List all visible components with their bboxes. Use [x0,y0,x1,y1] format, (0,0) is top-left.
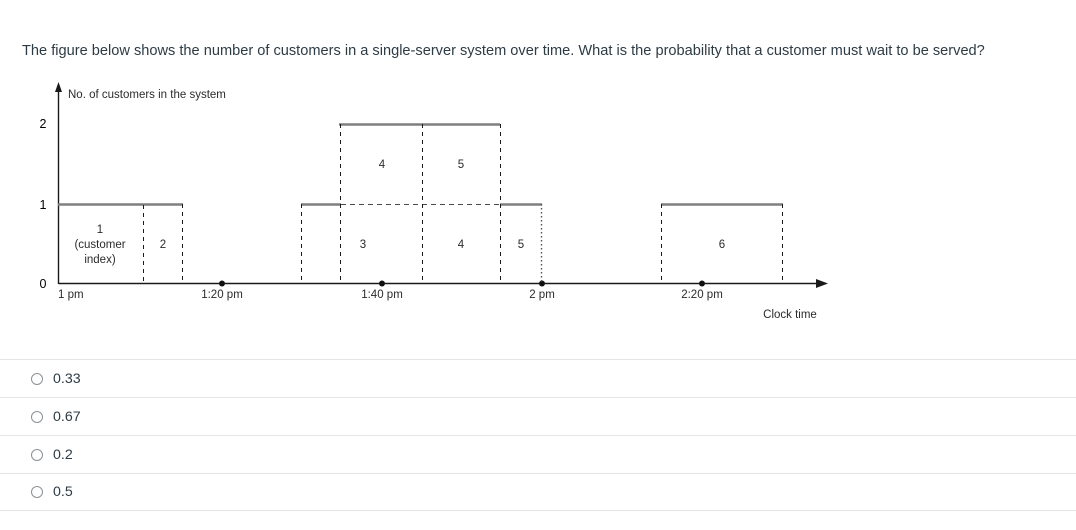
x-tick-label-1pm: 1 pm [58,289,84,301]
block-label-c2: 2 [160,239,166,251]
y-tick-0: 0 [40,277,47,291]
block-label-c4-lower: 4 [458,239,465,251]
x-axis-arrowhead [816,279,828,288]
x-tick-label-2pm: 2 pm [529,289,555,301]
option-row-1[interactable]: 0.67 [0,397,1076,435]
block-label-c4-upper: 4 [379,159,386,171]
y-tick-1: 1 [40,198,47,212]
block-label-c5-lower: 5 [518,239,524,251]
option-label-2: 0.2 [53,446,73,463]
option-label-0: 0.33 [53,370,81,387]
radio-button-1[interactable] [31,410,43,423]
block-label-c5-upper: 5 [458,159,464,171]
block-label-c3: 3 [360,239,366,251]
x-tick-dot-2pm [539,280,545,287]
block-label-c6: 6 [719,239,725,251]
y-axis-title: No. of customers in the system [68,89,226,101]
x-tick-dot-120pm [219,280,225,287]
option-row-2[interactable]: 0.2 [0,435,1076,473]
x-tick-dot-140pm [379,280,385,287]
x-axis-caption: Clock time [763,309,817,321]
customers-step-figure: 2 1 0 No. of customers in the system 1 p… [40,82,828,321]
radio-button-3[interactable] [31,486,43,498]
radio-button-0[interactable] [31,372,43,385]
option-row-3[interactable]: 0.5 [0,473,1076,511]
x-tick-dot-220pm [699,280,705,287]
x-tick-label-120pm: 1:20 pm [201,289,243,301]
question-text: The figure below shows the number of cus… [22,43,985,59]
x-tick-label-140pm: 1:40 pm [361,289,403,301]
block-label-c1-line1: 1 [97,224,103,236]
option-row-0[interactable]: 0.33 [0,359,1076,397]
option-label-3: 0.5 [53,484,73,500]
option-label-1: 0.67 [53,408,81,425]
y-tick-2: 2 [40,117,47,131]
answer-options-list: 0.33 0.67 0.2 0.5 [0,359,1076,511]
x-tick-label-220pm: 2:20 pm [681,289,723,301]
block-label-c1-line3: index) [84,254,115,266]
y-axis-arrowhead [55,82,62,92]
block-label-c1-line2: (customer [74,239,125,251]
radio-button-2[interactable] [31,448,43,461]
